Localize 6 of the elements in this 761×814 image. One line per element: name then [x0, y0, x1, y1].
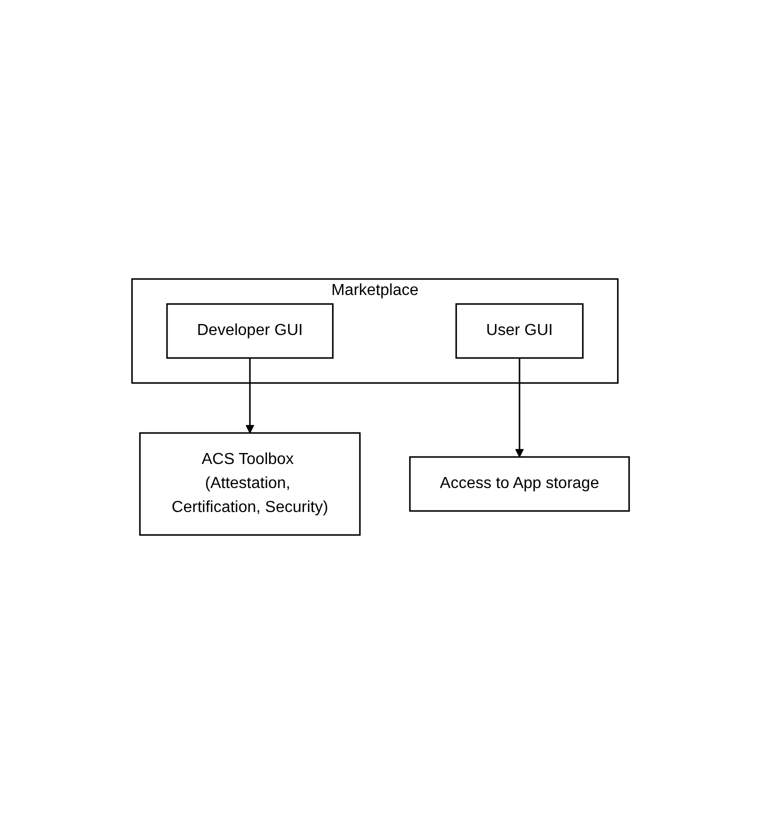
node-box: Developer GUI [166, 303, 334, 359]
arrow [245, 358, 254, 434]
arrow [515, 358, 524, 458]
node-box: User GUI [455, 303, 584, 359]
node-box: ACS Toolbox (Attestation, Certification, Security) [139, 432, 361, 536]
node-box: Access to App storage [409, 456, 630, 512]
